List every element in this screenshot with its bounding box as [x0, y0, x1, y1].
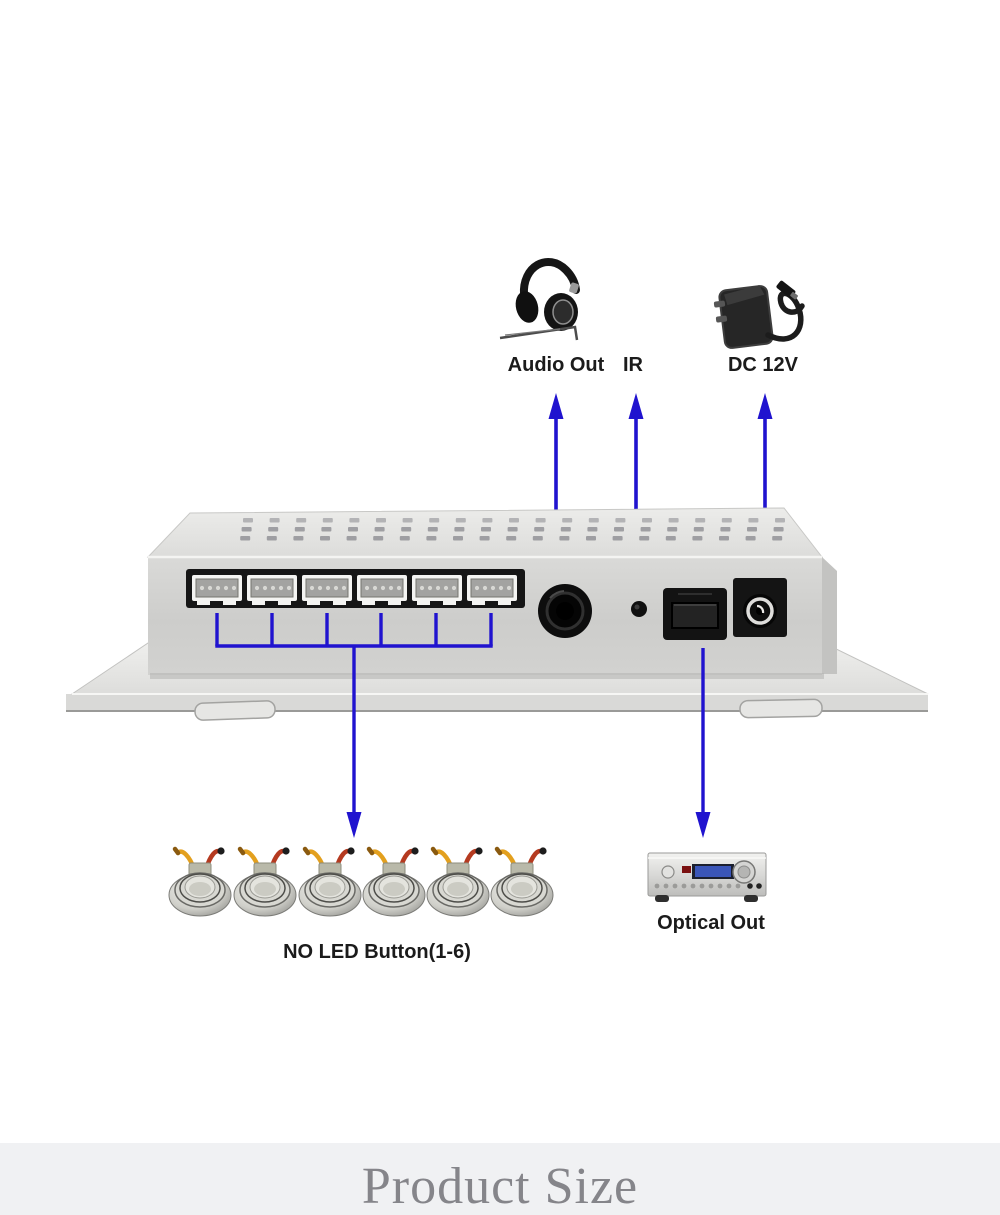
wire-header-5 — [411, 574, 463, 606]
amplifier-icon — [647, 852, 767, 902]
connector-strip — [186, 569, 525, 608]
push-button-icon — [299, 847, 361, 916]
push-button-icon — [169, 847, 231, 916]
push-button-icon — [363, 847, 425, 916]
power-adapter-icon — [713, 280, 805, 349]
wire-header-4 — [356, 574, 408, 606]
footer-banner: Product Size — [0, 1143, 1000, 1215]
footer-title: Product Size — [361, 1157, 639, 1215]
optical-out-label: Optical Out — [657, 912, 765, 934]
chassis-right-side — [822, 557, 837, 674]
ir-label: IR — [623, 354, 643, 376]
headphones-icon — [499, 258, 580, 341]
mount-tab-left — [194, 700, 276, 721]
wire-header-3 — [301, 574, 353, 606]
mount-tab-right — [739, 698, 823, 719]
no-led-button-label: NO LED Button(1-6) — [283, 941, 471, 963]
audio-jack — [538, 584, 592, 638]
device-unit — [66, 507, 929, 721]
push-button-icon — [427, 847, 489, 916]
push-button-icon — [491, 847, 553, 916]
ir-receiver-hole — [631, 601, 647, 617]
optical-out-line — [695, 648, 711, 838]
optical-port — [663, 588, 727, 640]
push-button-icon — [234, 847, 296, 916]
push-buttons-group — [169, 847, 553, 916]
dc-12v-label: DC 12V — [727, 354, 799, 376]
dc-power-jack — [733, 578, 787, 637]
wire-header-6 — [466, 574, 518, 606]
audio-out-label: Audio Out — [507, 354, 605, 376]
chassis-top — [146, 507, 824, 558]
wire-header-2 — [246, 574, 298, 606]
wire-header-1 — [191, 574, 243, 606]
button-bracket — [215, 613, 493, 838]
vent-holes — [240, 518, 785, 541]
